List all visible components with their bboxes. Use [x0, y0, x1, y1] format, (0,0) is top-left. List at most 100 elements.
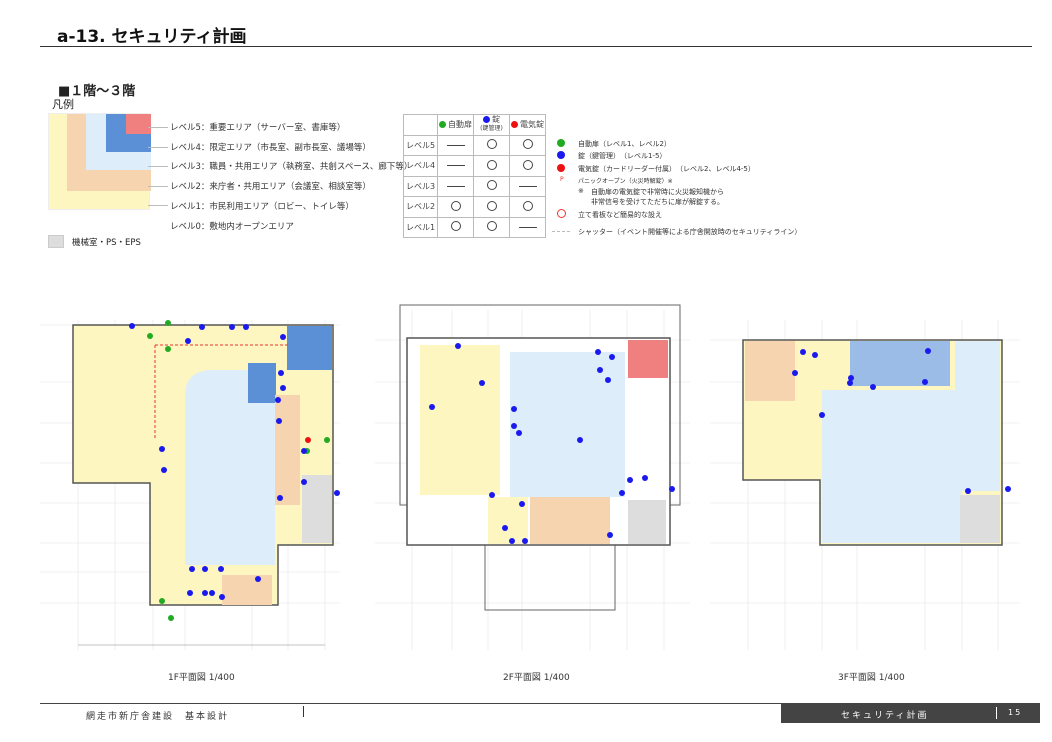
plan-caption-3f: 3F平面図 1/400 [838, 673, 905, 683]
level3-label: レベル3：職員・共用エリア（執務室、共創スペース、廊下等） [170, 162, 413, 172]
lock-marker [1005, 486, 1011, 492]
lock-marker [334, 490, 340, 496]
circle-mark-icon [486, 159, 497, 170]
circle-mark-icon [522, 159, 533, 170]
lock-marker [161, 467, 167, 473]
level1-zone [420, 345, 500, 495]
cell-no [509, 175, 546, 197]
level0-label: レベル0：敷地内オープンエリア [170, 222, 294, 232]
lock-marker [609, 354, 615, 360]
level3-office-zone [185, 370, 275, 565]
lock-marker [255, 576, 261, 582]
lock-marker [597, 367, 603, 373]
lock-marker [516, 430, 522, 436]
lock-marker [925, 348, 931, 354]
blue-dot-icon [483, 116, 490, 124]
col-label: 電気錠 [520, 120, 544, 130]
panic-open-icon: P [560, 176, 564, 183]
lock-marker [278, 370, 284, 376]
level1-label: レベル1：市民利用エリア（ロビー、トイレ等） [170, 202, 354, 212]
dash-mark-icon [446, 144, 465, 146]
lock-marker [280, 334, 286, 340]
footer-separator [303, 706, 304, 717]
lock-marker [455, 343, 461, 349]
level4-zone [850, 341, 950, 386]
cell-yes [509, 155, 546, 177]
level4-label: レベル4：限定エリア（市長室、副市長室、議場等） [170, 143, 371, 153]
red-dot-icon [511, 121, 518, 129]
cell-yes [473, 134, 510, 156]
circle-mark-icon [486, 221, 497, 232]
cell-yes [473, 175, 510, 197]
level2-zone [530, 497, 610, 544]
circle-mark-icon [450, 221, 461, 232]
lock-marker [301, 448, 307, 454]
section-subtitle: ■１階～３階 [58, 84, 136, 99]
lock-marker [522, 538, 528, 544]
lock-marker [848, 375, 854, 381]
cell-no [437, 155, 474, 177]
mechanical-zone [628, 500, 666, 544]
footer-section-title: セキュリティ計画 [841, 711, 929, 721]
row-level: レベル4 [403, 155, 438, 177]
lock-marker [965, 488, 971, 494]
col-electric-lock: 電気錠 [509, 114, 546, 136]
footer-bar-separator [996, 707, 997, 719]
lock-marker [792, 370, 798, 376]
cell-yes [437, 196, 474, 218]
leader-line [148, 127, 168, 128]
cell-no [437, 134, 474, 156]
note-line-1: 自動扉の電気錠で非常時に火災報知機から [591, 188, 724, 196]
cell-no [509, 216, 546, 238]
lock-marker [159, 446, 165, 452]
lock-marker [595, 349, 601, 355]
cell-yes [473, 196, 510, 218]
level4-zone [248, 363, 276, 403]
level-legend-diagram [48, 113, 151, 210]
project-name: 網走市新庁舎建設 基本設計 [86, 712, 230, 722]
col-label: 自動扉 [448, 120, 472, 130]
leader-line [148, 166, 168, 167]
level2-label: レベル2：来庁者・共用エリア（会議室、相談室等） [170, 182, 371, 192]
lock-marker [301, 479, 307, 485]
lock-marker [280, 385, 286, 391]
auto-door-label: 自動扉（レベル1、レベル2） [578, 140, 671, 148]
level5-swatch [126, 114, 151, 134]
lock-marker [819, 412, 825, 418]
auto-door-marker [159, 598, 165, 604]
floor-plan-3f [710, 320, 1020, 650]
auto-door-marker [147, 333, 153, 339]
lock-marker [800, 349, 806, 355]
cell-yes [509, 134, 546, 156]
cell-yes [473, 155, 510, 177]
cell-yes [473, 216, 510, 238]
auto-door-marker [165, 346, 171, 352]
level2-zone [222, 575, 272, 605]
row-level: レベル3 [403, 175, 438, 197]
table-header-row: 自動扉 錠(鍵管理) 電気錠 [403, 114, 546, 136]
electric-lock-icon [557, 164, 565, 172]
dash-mark-icon [446, 165, 465, 167]
lock-marker [847, 380, 853, 386]
lock-marker [209, 590, 215, 596]
table-row: レベル4 [403, 155, 546, 177]
dash-mark-icon [518, 226, 537, 228]
auto-door-marker [165, 320, 171, 326]
level4-zone [287, 326, 332, 370]
lock-marker [277, 495, 283, 501]
lock-marker [429, 404, 435, 410]
leader-line [148, 205, 168, 206]
lock-marker [189, 566, 195, 572]
circle-mark-icon [522, 200, 533, 211]
auto-door-marker [324, 437, 330, 443]
lock-marker [577, 437, 583, 443]
floor-plan-2f [375, 304, 690, 650]
circle-mark-icon [486, 139, 497, 150]
lock-marker [627, 477, 633, 483]
lock-marker [642, 475, 648, 481]
green-dot-icon [439, 121, 446, 129]
level3-zone [955, 341, 1000, 491]
lock-marker [812, 352, 818, 358]
lock-marker [243, 324, 249, 330]
